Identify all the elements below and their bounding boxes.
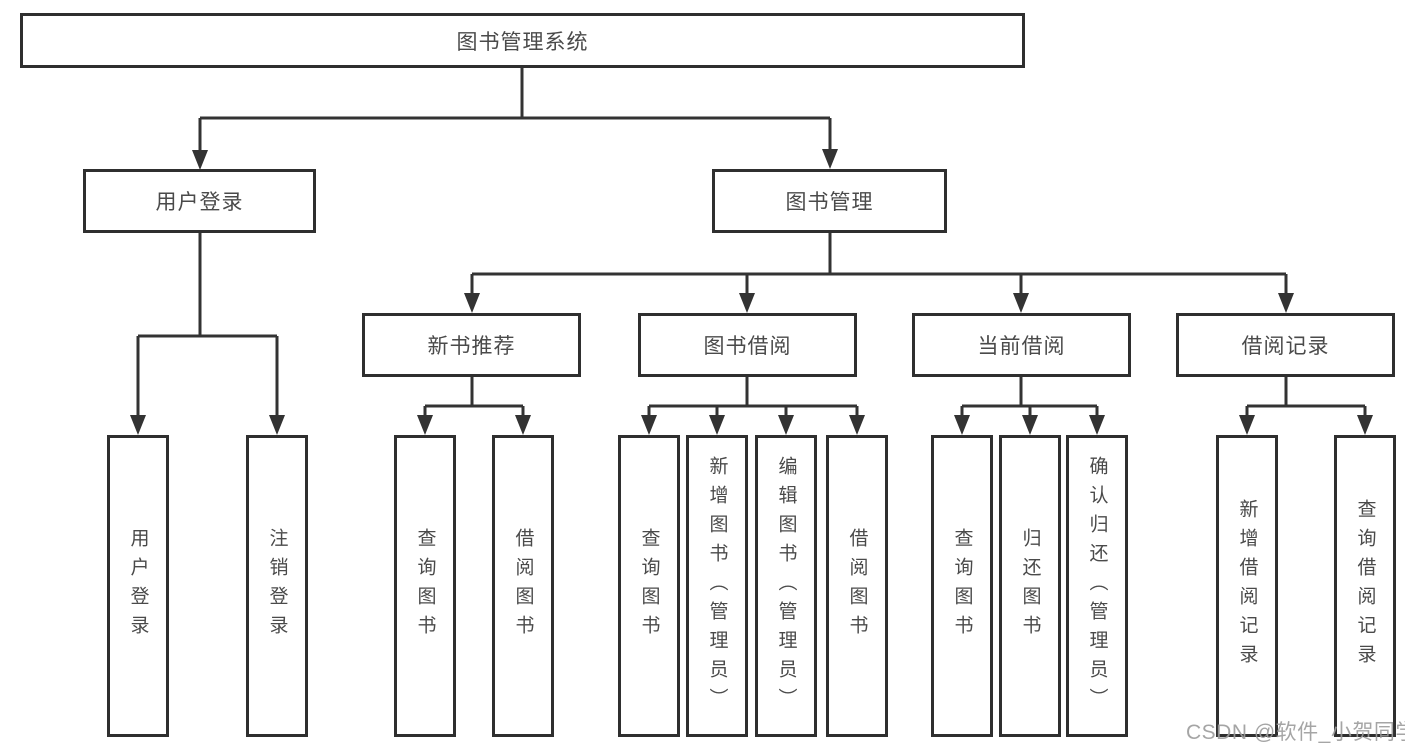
node-book-management-module: 图书管理 <box>712 169 947 233</box>
node-book-borrow: 图书借阅 <box>638 313 857 377</box>
leaf-label: 归还图书 <box>1019 528 1041 644</box>
leaf-label: 新增借阅记录 <box>1236 499 1258 673</box>
csdn-watermark: CSDN @软件_小贺同学 <box>1186 721 1405 744</box>
leaf-query-books-recommend: 查询图书 <box>394 435 456 737</box>
node-label: 借阅记录 <box>1241 335 1330 358</box>
node-label: 图书管理 <box>785 191 874 214</box>
node-label: 当前借阅 <box>977 335 1066 358</box>
leaf-return-book: 归还图书 <box>999 435 1061 737</box>
node-borrow-records: 借阅记录 <box>1176 313 1395 377</box>
node-new-book-recommend: 新书推荐 <box>362 313 581 377</box>
leaf-add-borrow-record: 新增借阅记录 <box>1216 435 1278 737</box>
leaf-query-borrow-record: 查询借阅记录 <box>1334 435 1396 737</box>
node-root-label: 图书管理系统 <box>456 30 589 54</box>
leaf-query-books-borrow: 查询图书 <box>618 435 680 737</box>
leaf-confirm-return-admin: 确认归还（管理员） <box>1066 435 1128 737</box>
node-user-login-module: 用户登录 <box>83 169 316 233</box>
leaf-user-login: 用户登录 <box>107 435 169 737</box>
leaf-label: 确认归还（管理员） <box>1086 455 1108 717</box>
leaf-label: 查询图书 <box>951 528 973 644</box>
node-label: 用户登录 <box>155 191 244 214</box>
node-label: 新书推荐 <box>427 335 516 358</box>
leaf-label: 查询借阅记录 <box>1354 499 1376 673</box>
leaf-label: 查询图书 <box>414 528 436 644</box>
leaf-logout: 注销登录 <box>246 435 308 737</box>
leaf-label: 新增图书（管理员） <box>706 455 728 717</box>
leaf-query-books-current: 查询图书 <box>931 435 993 737</box>
leaf-label: 查询图书 <box>638 528 660 644</box>
node-current-borrow: 当前借阅 <box>912 313 1131 377</box>
node-label: 图书借阅 <box>703 335 792 358</box>
leaf-label: 借阅图书 <box>512 528 534 644</box>
leaf-borrow-books-recommend: 借阅图书 <box>492 435 554 737</box>
leaf-label: 借阅图书 <box>846 528 868 644</box>
leaf-borrow-books: 借阅图书 <box>826 435 888 737</box>
leaf-label: 编辑图书（管理员） <box>775 455 797 717</box>
leaf-edit-book-admin: 编辑图书（管理员） <box>755 435 817 737</box>
leaf-label: 注销登录 <box>266 528 288 644</box>
leaf-label: 用户登录 <box>127 528 149 644</box>
leaf-add-book-admin: 新增图书（管理员） <box>686 435 748 737</box>
node-root-system: 图书管理系统 <box>20 13 1025 68</box>
